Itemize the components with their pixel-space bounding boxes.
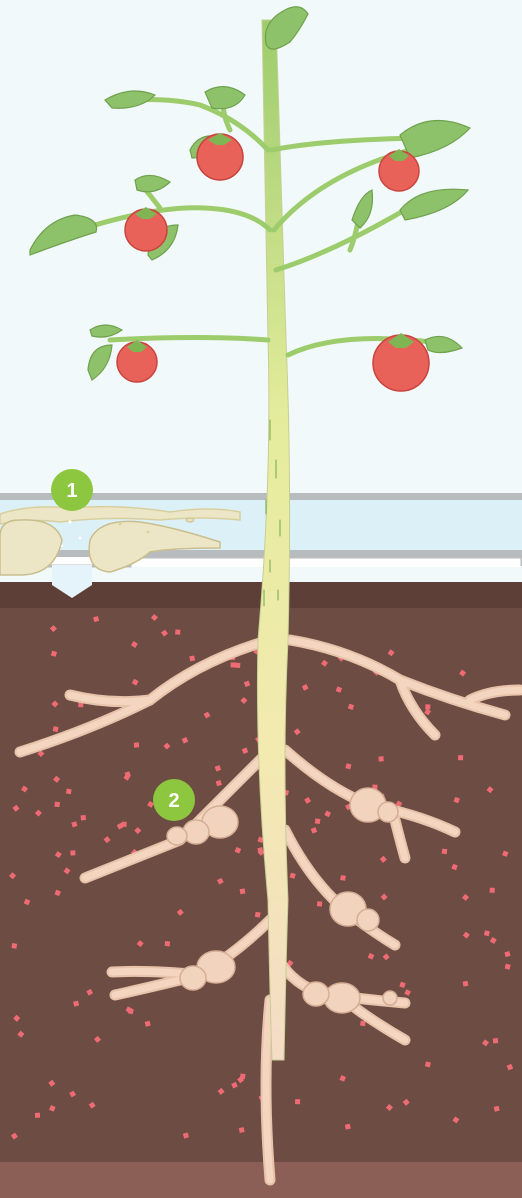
soil-particle	[378, 756, 383, 761]
soil-particle	[134, 742, 139, 747]
callout-label-2: 2	[168, 790, 179, 812]
soil-particle	[81, 815, 87, 821]
soil-particle	[70, 850, 75, 855]
soil-particle	[317, 901, 322, 906]
callout-badge-1[interactable]: 1	[51, 469, 93, 511]
soil-particle	[295, 1099, 300, 1104]
soil-particle	[240, 1073, 246, 1079]
soil-particle	[493, 1038, 498, 1043]
tomato	[197, 133, 243, 180]
soil-particle	[315, 818, 321, 824]
soil-particle	[235, 663, 240, 668]
soil-particle	[442, 849, 448, 855]
soil-particle	[458, 755, 463, 760]
soil-particle	[189, 655, 195, 661]
soil-particle	[255, 912, 261, 918]
soil-particle	[239, 1127, 245, 1133]
soil-particle	[340, 875, 346, 881]
soil-particle	[240, 888, 246, 894]
soil-particle	[425, 704, 430, 709]
soil-particle	[490, 888, 495, 893]
soil-particle	[35, 1113, 40, 1118]
soil-particle	[121, 822, 126, 827]
soil-particle	[66, 789, 72, 795]
soil-particle	[345, 1124, 351, 1130]
soil-particle	[11, 943, 17, 949]
soil-particle	[54, 802, 60, 808]
soil-particle	[463, 981, 469, 987]
soil-particle	[231, 662, 236, 667]
callout-badge-2[interactable]: 2	[153, 779, 195, 821]
sky-background	[0, 0, 522, 500]
callout-label-1: 1	[66, 480, 77, 502]
soil-particle	[175, 629, 180, 634]
soil-particle	[165, 941, 170, 946]
soil-particle	[53, 726, 59, 732]
